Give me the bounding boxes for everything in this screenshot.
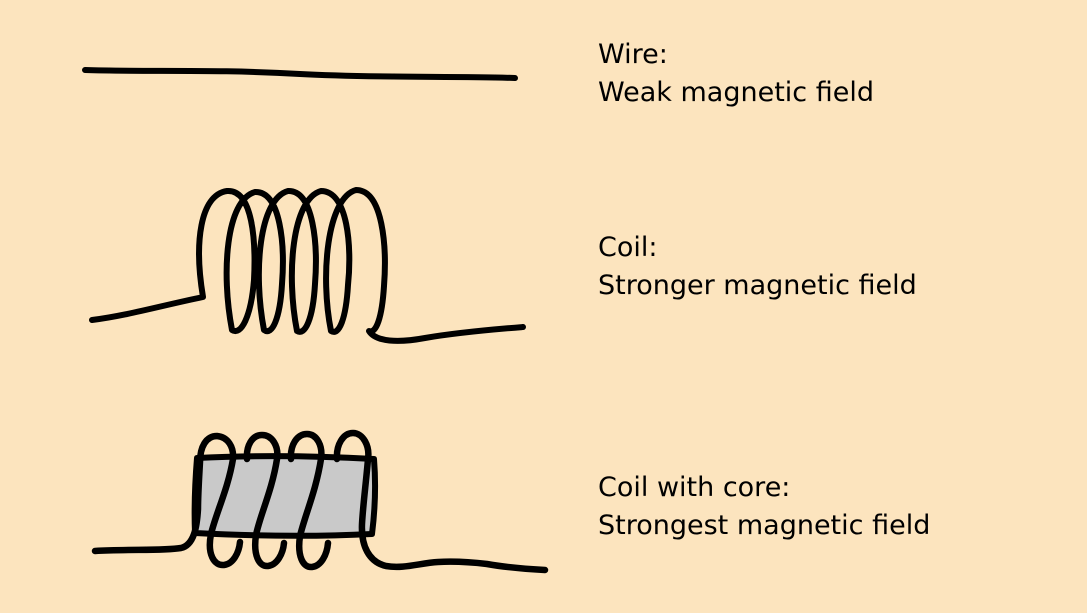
coil-label: Coil: Stronger magnetic field [598,229,917,305]
coil-label-description: Stronger magnetic field [598,270,917,301]
core-winding-lead-out [333,429,549,574]
coil-with-core-drawing [91,429,549,574]
coil-wire [89,187,526,344]
core-winding-turn-3 [287,430,332,571]
coil-with-core-label: Coil with core: Strongest magnetic field [598,469,930,545]
core-winding-turn-2 [243,431,288,570]
core-winding-lead-in [91,432,244,569]
coil-with-core-label-title: Coil with core: [598,472,791,503]
wire-line [82,67,518,81]
wire-label-description: Weak magnetic field [598,77,874,108]
coil-with-core-label-description: Strongest magnetic field [598,510,931,541]
coil-label-title: Coil: [598,232,658,263]
wire-drawing [82,67,518,81]
wire-label-title: Wire: [598,39,668,70]
coil-drawing [89,187,526,344]
wire-label: Wire: Weak magnetic field [598,36,874,112]
